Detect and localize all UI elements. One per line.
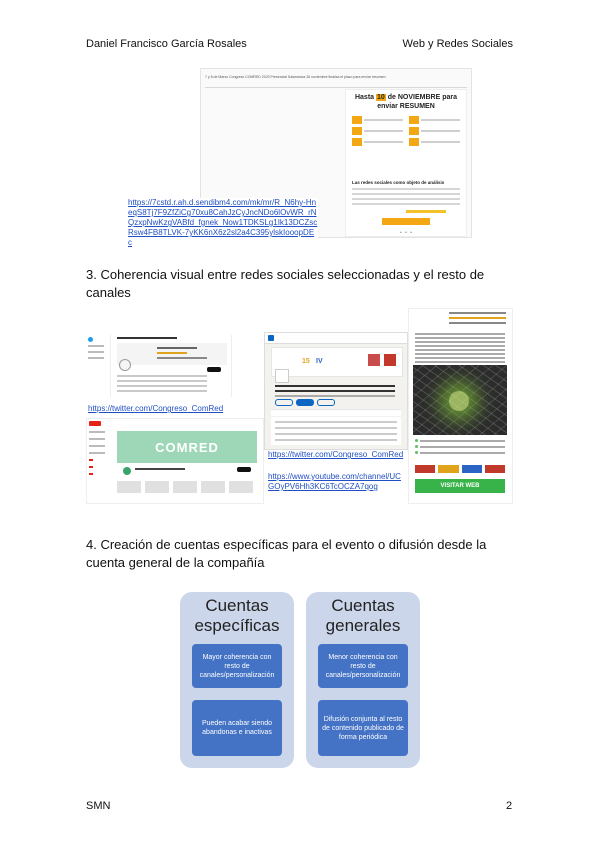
linkedin-about-card <box>271 417 401 445</box>
website-header <box>409 312 512 324</box>
specific-box-2: Pueden acabar siendo abandonas e inactiv… <box>192 700 282 756</box>
channel-avatar <box>123 467 131 475</box>
topic-icon <box>352 116 362 124</box>
topic-icon <box>409 127 419 135</box>
visit-web-button: VISITAR WEB <box>415 479 505 493</box>
channel-title <box>135 468 185 470</box>
twitter-link-2[interactable]: https://twitter.com/Congreso_ComRed <box>268 450 404 460</box>
youtube-logo-icon <box>89 421 101 426</box>
youtube-link[interactable]: https://www.youtube.com/channel/UCGOyPV6… <box>268 472 404 492</box>
linkedin-logo-icon <box>268 335 274 341</box>
company-logo <box>275 369 289 383</box>
website-contact-info <box>415 439 505 457</box>
header-subject: Web y Redes Sociales <box>402 38 513 50</box>
specific-accounts-title: Cuentas específicas <box>194 596 280 635</box>
twitter-bio <box>117 375 207 395</box>
general-box-1: Menor coherencia con resto de canales/pe… <box>318 644 408 688</box>
partner-logos <box>415 465 505 473</box>
general-box-2: Difusión conjunta al resto de contenido … <box>318 700 408 756</box>
topic-icon <box>352 138 362 146</box>
linkedin-screenshot: 15 IV <box>264 332 408 450</box>
avatar <box>119 359 131 371</box>
subscribe-button <box>237 467 251 472</box>
newsletter-text <box>352 188 460 208</box>
topic-icon <box>409 138 419 146</box>
youtube-screenshot: COMRED <box>86 418 264 504</box>
twitter-link-1[interactable]: https://twitter.com/Congreso_ComRed <box>88 404 224 414</box>
general-accounts-column: Cuentas generales Menor coherencia con r… <box>306 592 420 768</box>
follow-button <box>207 367 221 372</box>
newsletter-headline-2: enviar RESUMEN <box>377 103 435 110</box>
section-4-heading: 4. Creación de cuentas específicas para … <box>86 537 487 570</box>
website-text <box>415 333 505 365</box>
video-thumbnails <box>117 481 253 493</box>
twitter-banner <box>117 343 227 365</box>
headline-day: 10 <box>376 94 386 101</box>
linkedin-tabs <box>271 409 401 416</box>
twitter-nav <box>88 345 104 363</box>
newsletter-headline: Hasta 10 de NOVIEMBRE para <box>354 94 458 101</box>
newsletter-body: Hasta 10 de NOVIEMBRE para enviar RESUME… <box>345 89 467 237</box>
page-number: 2 <box>506 800 513 812</box>
twitter-screenshot <box>86 335 256 397</box>
section-3-heading: 3. Coherencia visual entre redes sociale… <box>86 267 485 300</box>
newsletter-submit-button <box>382 218 430 225</box>
banner-number: 15 <box>302 358 310 365</box>
specific-box-1: Mayor coherencia con resto de canales/pe… <box>192 644 282 688</box>
linkedin-buttons <box>275 399 335 406</box>
newsletter-top-line: 7 y 8 de Marzo Congreso COMRED 2023 Pres… <box>205 75 386 79</box>
divider <box>205 87 467 88</box>
topic-icon <box>409 116 419 124</box>
youtube-sidebar <box>89 431 105 480</box>
accounts-diagram: Cuentas específicas Mayor coherencia con… <box>180 592 420 768</box>
banner-roman: IV <box>316 358 323 365</box>
highlight-mark <box>406 210 446 213</box>
network-image <box>413 365 507 435</box>
twitter-profile-title <box>117 337 177 339</box>
topic-icon <box>352 127 362 135</box>
twitter-profile <box>110 335 232 397</box>
newsletter-subheading: Las redes sociales como objeto de anális… <box>352 180 445 185</box>
header-author: Daniel Francisco García Rosales <box>86 38 247 50</box>
comred-logo: COMRED <box>155 439 219 455</box>
specific-accounts-column: Cuentas específicas Mayor coherencia con… <box>180 592 294 768</box>
newsletter-topic-grid <box>352 116 460 146</box>
social-icons: • • • <box>400 230 414 236</box>
linkedin-banner: 15 IV <box>271 347 403 377</box>
twitter-bird-icon <box>88 337 93 342</box>
linkedin-topbar <box>265 333 407 344</box>
linkedin-company-title <box>275 385 395 400</box>
footer-initials: SMN <box>86 800 111 812</box>
newsletter-url-link[interactable]: https://7cstd.r.ah.d.sendibm4.com/mk/mr/… <box>128 198 318 248</box>
youtube-banner: COMRED <box>117 431 257 463</box>
website-screenshot: VISITAR WEB <box>408 308 513 504</box>
general-accounts-title: Cuentas generales <box>325 596 401 635</box>
